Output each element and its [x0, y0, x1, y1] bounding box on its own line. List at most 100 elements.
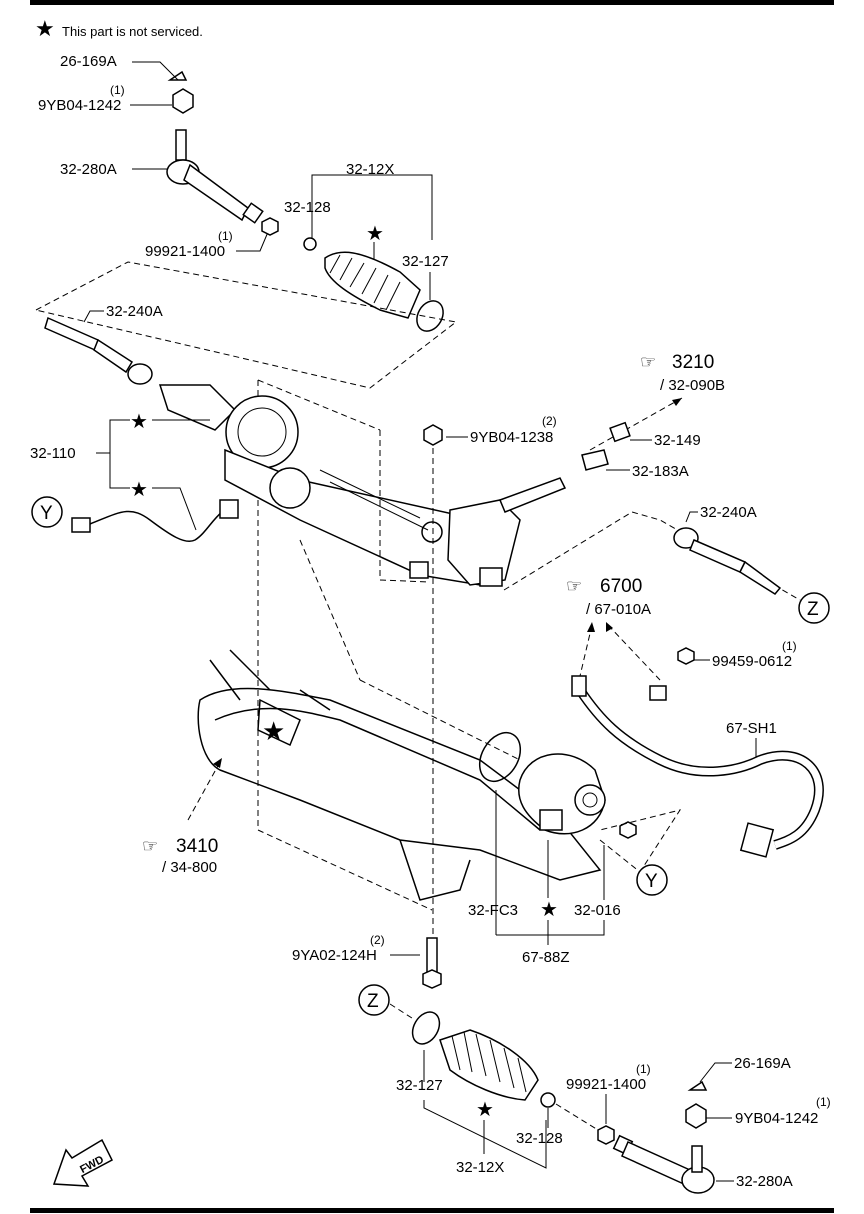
- label-32-110: 32-110: [30, 445, 76, 462]
- dashed-outline: [299, 539, 361, 681]
- ref-34-800: / 34-800: [162, 859, 217, 876]
- label-26-169A-bottom: 26-169A: [734, 1055, 791, 1072]
- label-32-128-top: 32-128: [284, 199, 331, 216]
- clamp-small-bottom: [540, 1092, 556, 1108]
- dashed-outline: [389, 1003, 416, 1021]
- star-icon: ★: [476, 1099, 494, 1121]
- dashed-outline: [589, 397, 683, 451]
- star-icon: ★: [130, 479, 148, 501]
- top-rule: [30, 0, 834, 5]
- fwd-arrow-icon: FWD: [52, 1138, 113, 1187]
- nut-bottom: [685, 1103, 707, 1129]
- steering-rack: [158, 384, 567, 587]
- arrow-icon: [587, 622, 595, 632]
- ref-3410: 3410: [176, 836, 218, 857]
- nut-top: [172, 88, 194, 114]
- dashed-outline: [555, 1103, 599, 1131]
- ref-67-010A: / 67-010A: [586, 601, 651, 618]
- bracket-32-183A: [581, 449, 609, 471]
- dashed-outline: [379, 430, 431, 583]
- qty-label: (2): [370, 933, 385, 947]
- o-ring-32-FC3: [478, 732, 522, 782]
- leader: [699, 1062, 732, 1083]
- inner-tie-rod-left: [44, 316, 153, 385]
- arrow-icon: [606, 622, 613, 632]
- pointing-hand-icon: ☞: [142, 836, 158, 856]
- leader: [152, 487, 197, 531]
- qty-label: (1): [636, 1062, 651, 1076]
- arrow-icon: [213, 758, 222, 768]
- bolt-9YA02-124H: [422, 937, 442, 989]
- bracket: [496, 920, 605, 936]
- callout-Z2: Z: [367, 991, 379, 1012]
- callout-Z: Z: [807, 599, 819, 620]
- ref-3210: 3210: [672, 352, 714, 373]
- label-32-240A-left: 32-240A: [106, 303, 163, 320]
- label-67-88Z: 67-88Z: [522, 949, 570, 966]
- ref-6700: 6700: [600, 576, 642, 597]
- leader: [236, 231, 269, 252]
- ref-32-090B: / 32-090B: [660, 377, 725, 394]
- cotter-pin-top: [167, 70, 188, 81]
- callout-Y2: Y: [645, 871, 658, 892]
- label-32-016: 32-016: [574, 902, 621, 919]
- label-32-12X-bottom: 32-12X: [456, 1159, 504, 1176]
- callout-Y2-circle: [636, 864, 668, 896]
- label-32-183A: 32-183A: [632, 463, 689, 480]
- label-32-240A-right: 32-240A: [700, 504, 757, 521]
- label-99459-0612: 99459-0612: [712, 653, 792, 670]
- label-32-FC3: 32-FC3: [468, 902, 518, 919]
- pointing-hand-icon: ☞: [640, 352, 656, 372]
- label-32-128-bottom: 32-128: [516, 1130, 563, 1147]
- dashed-outline: [579, 624, 593, 677]
- star-icon: ★: [366, 223, 384, 245]
- clamp-small-top: [303, 237, 317, 251]
- qty-label: (1): [816, 1095, 831, 1109]
- lock-nut-top: [261, 217, 279, 236]
- dashed-outline: [359, 679, 521, 761]
- boot-top: [324, 251, 421, 319]
- clip-32-149: [609, 421, 631, 443]
- bracket: [96, 419, 130, 454]
- tie-rod-end-bottom: [612, 1134, 715, 1194]
- label-9YB04-1242-bottom: 9YB04-1242: [735, 1110, 818, 1127]
- leader: [83, 310, 104, 323]
- label-32-280A-top: 32-280A: [60, 161, 117, 178]
- bolt-99459-0612: [677, 647, 695, 665]
- inner-tie-rod-right: [673, 527, 782, 595]
- bracket: [311, 174, 433, 240]
- qty-label: (2): [542, 414, 557, 428]
- callout-Y: Y: [40, 503, 53, 524]
- subframe: ★: [197, 649, 602, 901]
- dashed-outline: [187, 761, 221, 821]
- bracket: [423, 1100, 547, 1169]
- legend-note: This part is not serviced.: [62, 24, 203, 39]
- star-icon: ★: [540, 899, 558, 921]
- label-99921-1400-bottom: 99921-1400: [566, 1076, 646, 1093]
- callout-Y-circle: [31, 496, 63, 528]
- label-32-280A-bottom: 32-280A: [736, 1173, 793, 1190]
- label-9YB04-1238: 9YB04-1238: [470, 429, 553, 446]
- label-9YB04-1242-top: 9YB04-1242: [38, 97, 121, 114]
- label-32-12X-top: 32-12X: [346, 161, 394, 178]
- dashed-outline: [503, 511, 801, 601]
- boot-bottom: [439, 1029, 539, 1101]
- label-32-127-bottom: 32-127: [396, 1077, 443, 1094]
- boot-clamp-bottom: [411, 1011, 441, 1045]
- label-26-169A-top: 26-169A: [60, 53, 117, 70]
- assist-motor-67-88Z: [518, 753, 606, 835]
- bottom-rule: [30, 1208, 834, 1213]
- bracket: [109, 453, 130, 489]
- sensor-harness: [71, 499, 239, 542]
- callout-Z-circle: [798, 592, 830, 624]
- star-icon: ★: [35, 16, 55, 41]
- lock-nut-bottom: [597, 1125, 615, 1145]
- label-99921-1400-top: 99921-1400: [145, 243, 225, 260]
- label-9YA02-124H: 9YA02-124H: [292, 947, 377, 964]
- qty-label: (1): [218, 229, 233, 243]
- label-67-SH1: 67-SH1: [726, 720, 777, 737]
- boot-clamp-top: [416, 300, 444, 332]
- leader: [132, 61, 179, 81]
- pointing-hand-icon: ☞: [566, 576, 582, 596]
